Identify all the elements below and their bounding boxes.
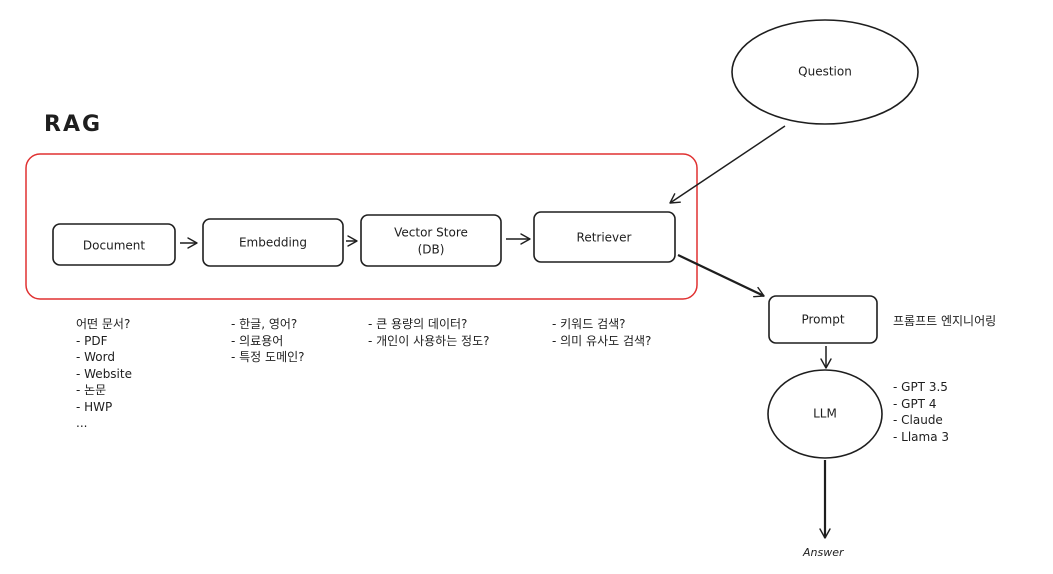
vector-store-label-line2: (DB) — [418, 243, 445, 257]
document-note-item: - Website — [76, 366, 132, 381]
retriever-note-item: - 키워드 검색? — [552, 317, 626, 331]
llm-note-item: - Llama 3 — [893, 429, 950, 444]
vector-store-label-line1: Vector Store — [394, 226, 468, 240]
vector-store-note-item: - 큰 용량의 데이터? — [368, 317, 468, 331]
embedding-node[interactable]: Embedding — [202, 218, 344, 267]
vector-store-notes: - 큰 용량의 데이터? - 개인이 사용하는 정도? — [368, 316, 490, 349]
question-label: Question — [798, 65, 852, 79]
answer-label: Answer — [803, 546, 844, 559]
embedding-note-item: - 한글, 영어? — [231, 317, 298, 331]
llm-note-item: - Claude — [893, 413, 943, 427]
llm-note-item: - GPT 4 — [893, 396, 937, 411]
retriever-note-item: - 의미 유사도 검색? — [552, 333, 652, 348]
retriever-box — [533, 211, 676, 263]
retriever-notes: - 키워드 검색? - 의미 유사도 검색? — [552, 316, 651, 349]
prompt-node[interactable]: Prompt — [768, 295, 878, 344]
document-note-item: - PDF — [76, 333, 108, 348]
vector-store-note-item: - 개인이 사용하는 정도? — [368, 333, 490, 348]
document-note-item: - Word — [76, 350, 115, 364]
llm-notes: - GPT 3.5 - GPT 4 - Claude - Llama 3 — [893, 379, 949, 445]
arrow-retriever-to-prompt — [677, 254, 765, 298]
prompt-engineering-label: 프롬프트 엔지니어링 — [893, 314, 997, 328]
rag-title: RAG — [44, 112, 103, 137]
document-note-item: ... — [76, 416, 88, 430]
llm-node[interactable]: LLM — [767, 369, 883, 459]
prompt-box — [768, 295, 878, 344]
prompt-label: Prompt — [801, 313, 844, 327]
llm-ellipse — [767, 369, 883, 459]
document-note-item: - HWP — [76, 399, 113, 414]
embedding-note-item: - 의료용어 — [231, 333, 284, 348]
arrow-question-to-retriever — [669, 125, 786, 204]
llm-note-item: - GPT 3.5 — [893, 380, 948, 394]
llm-label: LLM — [813, 407, 837, 421]
retriever-node[interactable]: Retriever — [533, 211, 676, 263]
vector-store-node[interactable]: Vector Store (DB) — [360, 214, 502, 267]
embedding-label: Embedding — [239, 236, 307, 250]
document-label: Document — [83, 239, 145, 253]
vector-store-box — [360, 214, 502, 267]
embedding-notes: - 한글, 영어? - 의료용어 - 특정 도메인? — [231, 316, 305, 366]
rag-frame — [25, 153, 698, 300]
document-note-item: 어떤 문서? — [76, 317, 131, 331]
document-notes: 어떤 문서? - PDF - Word - Website - 논문 - HWP… — [76, 316, 132, 432]
question-node[interactable]: Question — [731, 19, 919, 125]
document-box — [52, 223, 176, 266]
document-node[interactable]: Document — [52, 223, 176, 266]
embedding-box — [202, 218, 344, 267]
retriever-label: Retriever — [577, 231, 632, 245]
embedding-note-item: - 특정 도메인? — [231, 350, 305, 364]
document-note-item: - 논문 — [76, 383, 107, 397]
question-ellipse — [731, 19, 919, 125]
